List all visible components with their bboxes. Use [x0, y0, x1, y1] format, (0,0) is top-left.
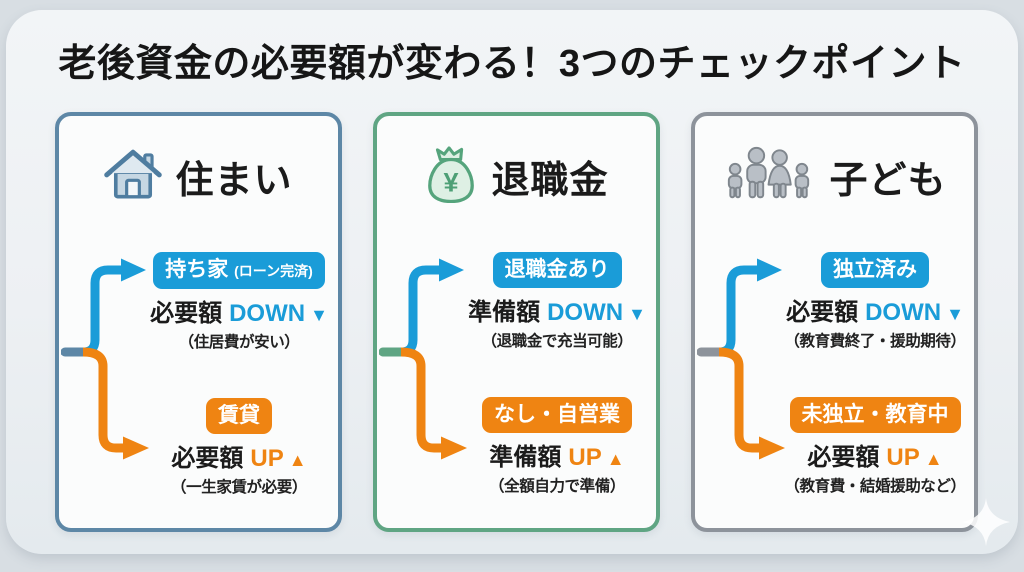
up-triangle-icon: ▲ [288, 450, 307, 470]
pill-note: (ローン完済) [234, 263, 313, 279]
card-housing-header: 住まい [59, 140, 338, 212]
condition-pill-up: 賃貸 [206, 398, 272, 434]
branch-connector-arrows [697, 258, 785, 460]
down-triangle-icon: ▼ [946, 304, 964, 324]
up-triangle-icon: ▲ [606, 449, 625, 469]
reason-note-up: （全額自力で準備） [489, 478, 625, 495]
branch-connector-arrows [379, 258, 467, 460]
condition-pill-up: 未独立・教育中 [789, 397, 961, 433]
reason-note-up: （一生家賃が必要） [171, 479, 307, 496]
card-retirement-title: 退職金 [491, 159, 609, 202]
page-title: 老後資金の必要額が変わる！3つのチェックポイント [58, 43, 966, 85]
family-icon [722, 144, 816, 209]
reason-note-up: （教育費・結婚援助など） [784, 478, 966, 495]
condition-pill-down: 退職金あり [492, 252, 622, 288]
reason-note-down: （退職金で充当可能） [481, 333, 633, 350]
card-children-title: 子ども [829, 159, 947, 202]
condition-pill-up: なし・自営業 [482, 397, 632, 433]
branch-connector-arrows [61, 258, 149, 460]
moneybag-icon: ¥ [424, 145, 478, 208]
down-triangle-icon: ▼ [310, 305, 328, 325]
condition-pill-down: 持ち家 (ローン完済) [153, 252, 325, 289]
house-icon [104, 146, 163, 207]
card-retirement-header: ¥ 退職金 [377, 140, 656, 212]
condition-pill-down: 独立済み [821, 252, 929, 288]
reason-note-down: （住居費が安い） [178, 334, 300, 351]
sparkle-icon [962, 498, 1010, 546]
card-housing-title: 住まい [175, 159, 293, 202]
up-triangle-icon: ▲ [924, 449, 943, 469]
down-triangle-icon: ▼ [628, 304, 646, 324]
reason-note-down: （教育費終了・援助期待） [784, 333, 966, 350]
card-children-header: 子ども [695, 140, 974, 212]
svg-text:¥: ¥ [444, 167, 459, 197]
